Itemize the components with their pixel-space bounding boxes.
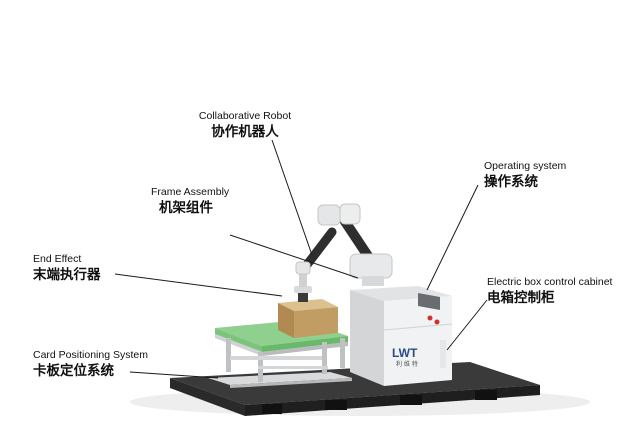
robot-arm <box>295 203 393 286</box>
callout-electric-box: Electric box control cabinet 电箱控制柜 <box>487 276 612 307</box>
callout-end-effect-zh: 末端执行器 <box>33 267 101 284</box>
callout-card-positioning-zh: 卡板定位系统 <box>33 363 114 380</box>
brand-logo-text: LWT <box>392 346 418 360</box>
control-cabinet <box>350 286 453 386</box>
callout-collaborative-robot: Collaborative Robot 协作机器人 <box>190 110 300 141</box>
callout-collaborative-robot-en: Collaborative Robot <box>198 110 292 122</box>
callout-collaborative-robot-zh: 协作机器人 <box>211 124 279 141</box>
brand-caption-text: 利 维 特 <box>396 361 418 368</box>
callout-frame-assembly-en: Frame Assembly <box>151 186 230 198</box>
leader-collaborative-robot <box>271 139 313 256</box>
callout-operating-system-en: Operating system <box>484 160 567 172</box>
leader-end-effect <box>114 273 283 297</box>
brand-caption: 利 维 特 <box>396 361 418 369</box>
leader-card-positioning <box>129 371 219 379</box>
leader-operating-system <box>426 184 479 291</box>
card-positioning-frame <box>208 372 352 388</box>
brand-logo: LWT <box>392 346 418 361</box>
callout-electric-box-en: Electric box control cabinet <box>487 276 613 288</box>
leader-electric-box <box>446 299 488 351</box>
callout-frame-assembly-zh: 机架组件 <box>159 200 213 217</box>
end-effector <box>294 266 312 302</box>
leader-frame-assembly <box>229 234 359 279</box>
callout-electric-box-zh: 电箱控制柜 <box>487 290 555 307</box>
callout-end-effect-en: End Effect <box>33 253 82 265</box>
callout-operating-system: Operating system 操作系统 <box>484 160 566 191</box>
callout-frame-assembly: Frame Assembly 机架组件 <box>151 186 229 217</box>
callout-card-positioning: Card Positioning System 卡板定位系统 <box>33 349 148 380</box>
callout-card-positioning-en: Card Positioning System <box>33 349 148 361</box>
callout-end-effect: End Effect 末端执行器 <box>33 253 101 284</box>
cardboard-box <box>278 299 338 338</box>
callout-operating-system-zh: 操作系统 <box>484 174 538 191</box>
